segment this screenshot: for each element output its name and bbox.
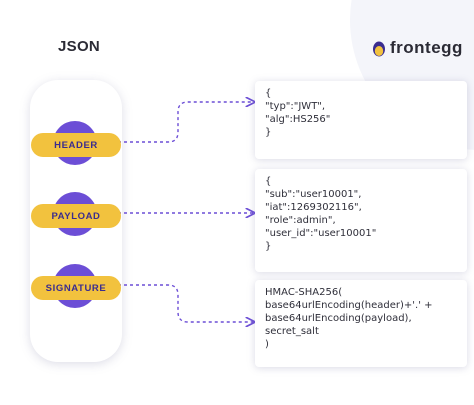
code-line: {: [265, 176, 272, 187]
code-line: }: [265, 127, 272, 138]
code-line: "sub":"user10001",: [265, 189, 362, 200]
signature-connector: [112, 284, 254, 322]
code-line: {: [265, 88, 272, 99]
code-line: secret_salt: [265, 326, 319, 337]
code-line: "alg":HS256": [265, 114, 331, 125]
code-line: base64urlEncoding(header)+'.' +: [265, 300, 433, 311]
signature-card: HMAC-SHA256( base64urlEncoding(header)+'…: [255, 280, 467, 367]
payload-badge: PAYLOAD: [31, 192, 121, 246]
brand-name: frontegg: [390, 38, 463, 57]
code-line: base64urlEncoding(payload),: [265, 313, 412, 324]
header-connector: [112, 102, 254, 143]
code-line: "user_id":"user10001": [265, 228, 377, 239]
diagram-title: JSON: [58, 38, 101, 55]
badge-label: HEADER: [31, 133, 121, 157]
code-line: ): [265, 339, 269, 350]
code-line: "typ":"JWT",: [265, 101, 326, 112]
signature-badge: SIGNATURE: [31, 264, 121, 318]
badge-label: SIGNATURE: [31, 276, 121, 300]
brand-logo: frontegg: [372, 38, 463, 58]
payload-json-card: { "sub":"user10001", "iat":1269302116", …: [255, 169, 467, 272]
code-line: "iat":1269302116",: [265, 202, 362, 213]
badge-label: PAYLOAD: [31, 204, 121, 228]
header-json-card: { "typ":"JWT", "alg":HS256" }: [255, 81, 467, 159]
code-line: }: [265, 241, 272, 252]
header-badge: HEADER: [31, 121, 121, 175]
code-line: "role":admin",: [265, 215, 336, 226]
code-line: HMAC-SHA256(: [265, 287, 343, 298]
egg-icon: [373, 41, 385, 56]
